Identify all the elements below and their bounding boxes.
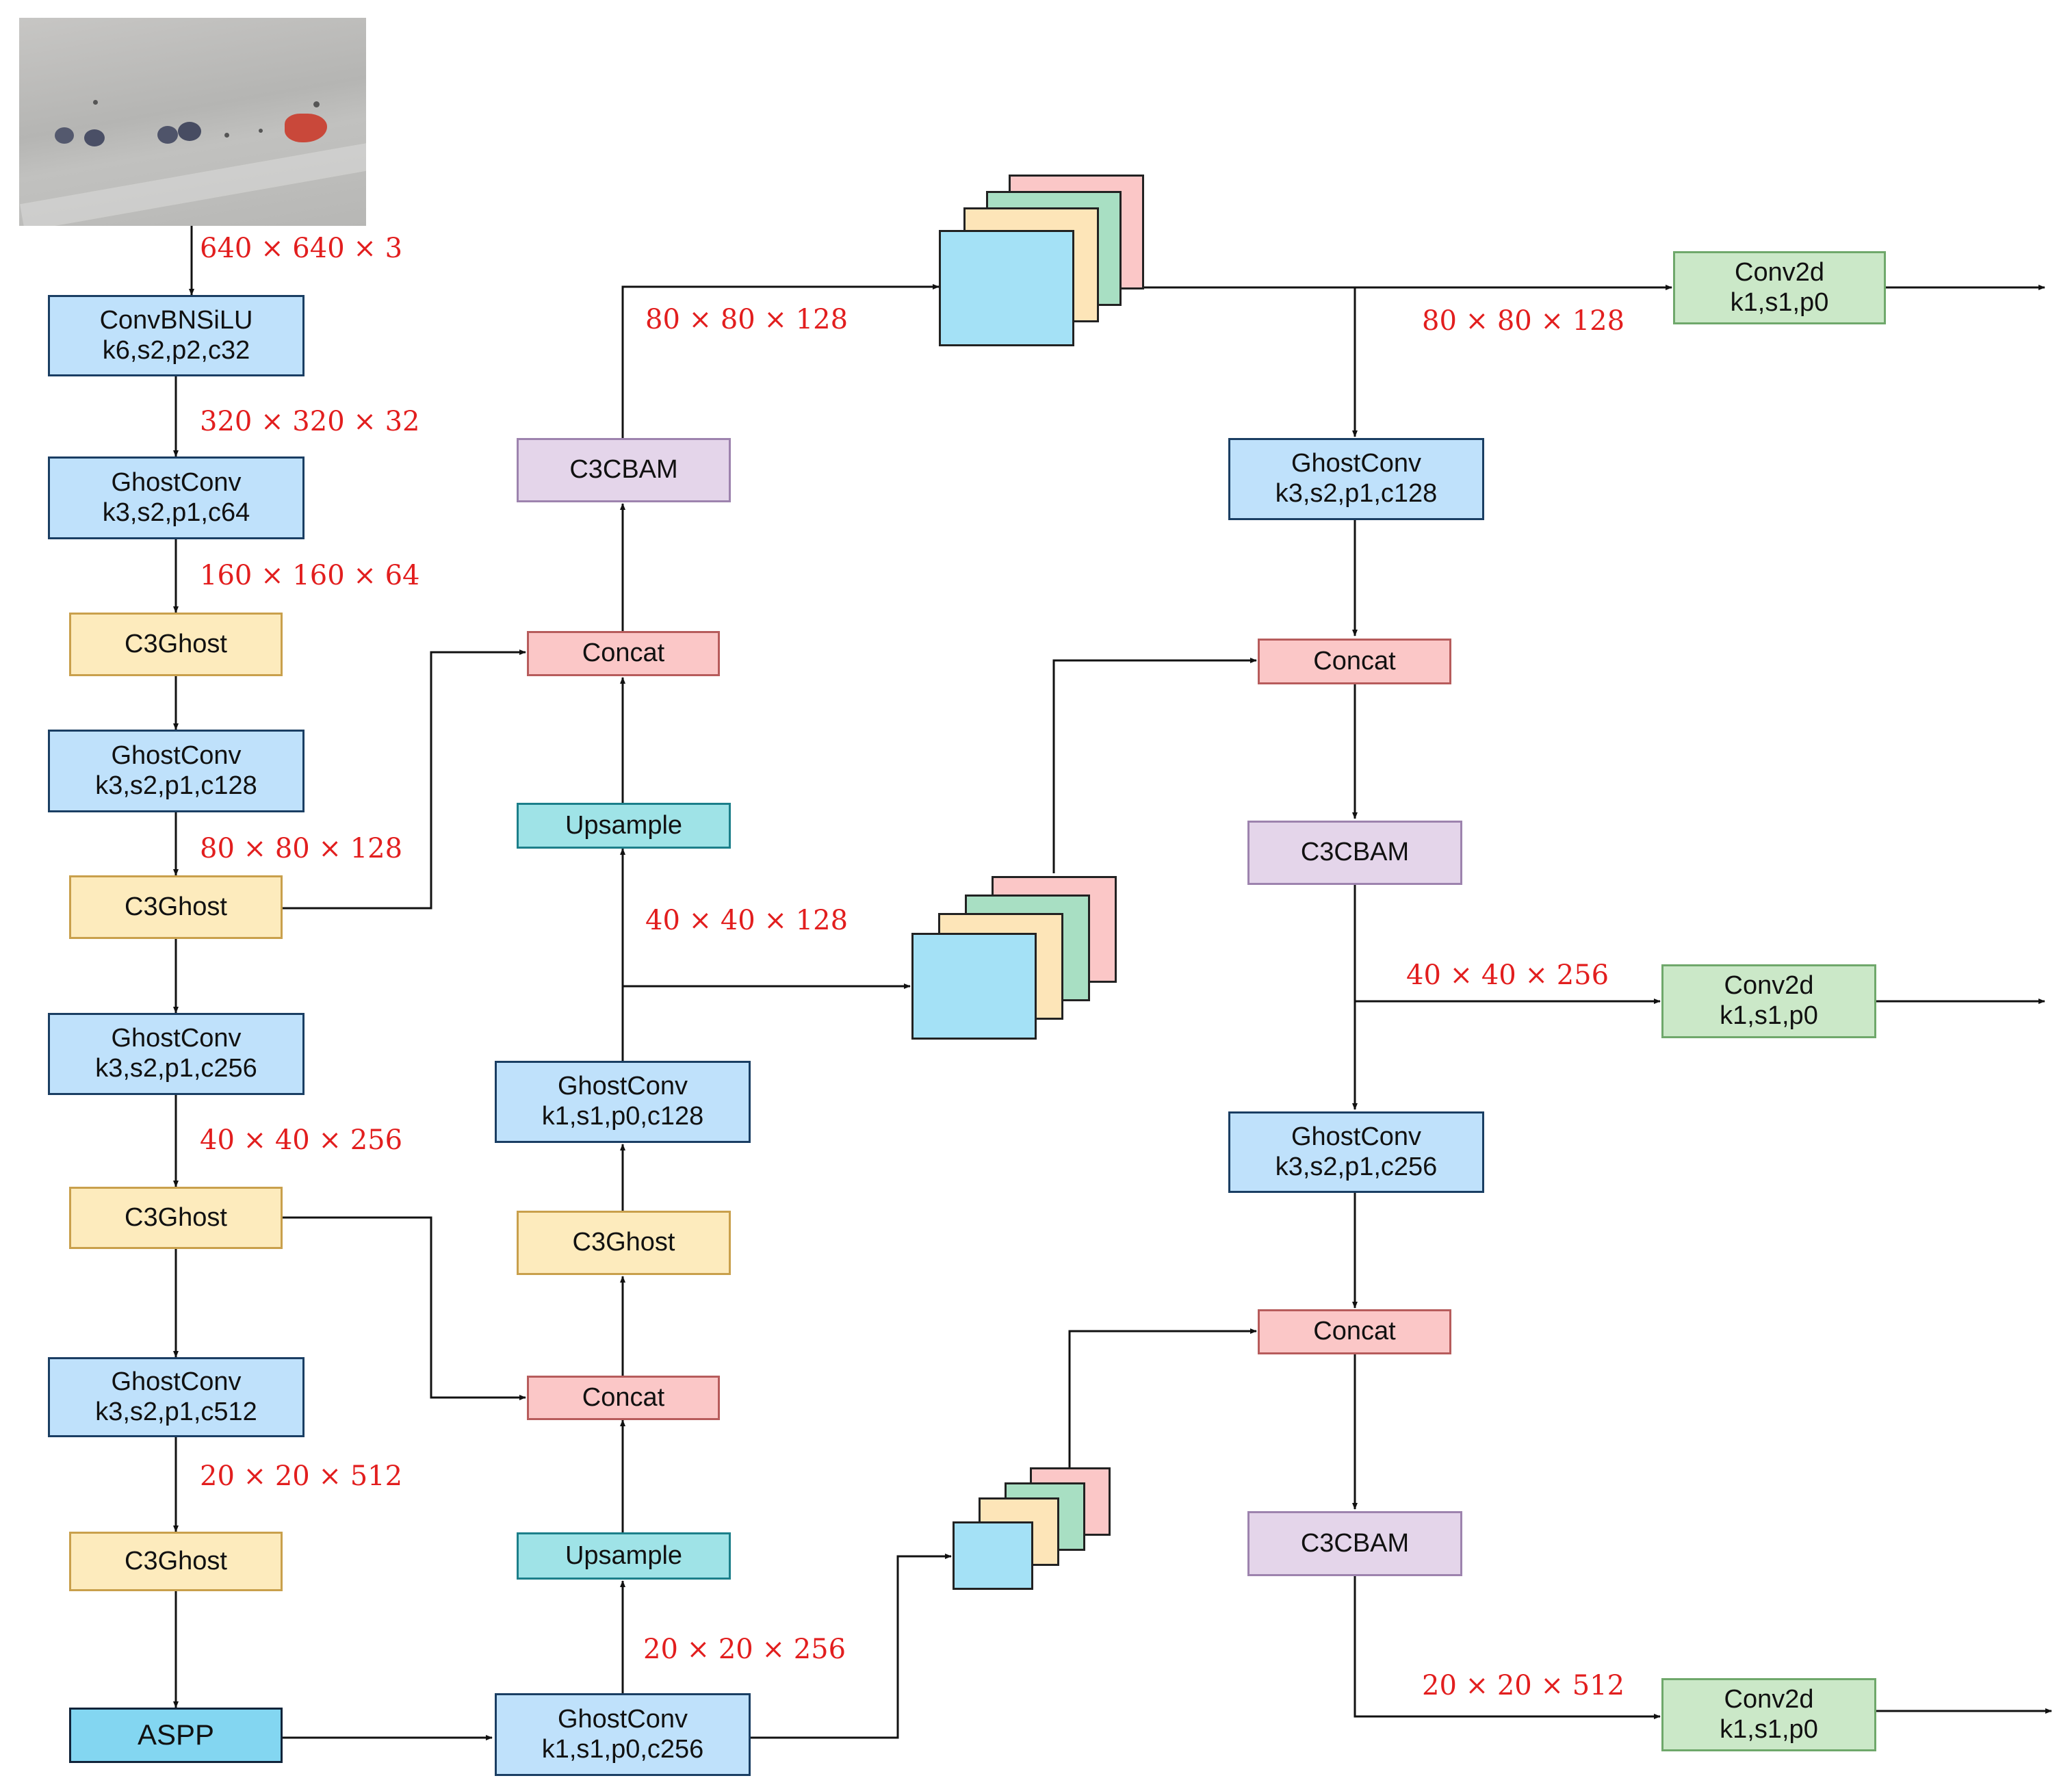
- block-title: GhostConv: [1291, 1122, 1422, 1151]
- conv2d-output-block: Conv2d k1,s1,p0: [1661, 1678, 1876, 1751]
- feature-map-layer: [911, 933, 1037, 1040]
- ghostconv-block: GhostConv k1,s1,p0,c128: [495, 1061, 751, 1143]
- concat-block: Concat: [527, 631, 720, 676]
- dimension-label: 20 × 20 × 512: [200, 1460, 403, 1492]
- defect-spot: [93, 100, 98, 105]
- block-title: C3Ghost: [125, 1202, 227, 1232]
- defect-spot: [259, 129, 263, 133]
- block-params: k6,s2,p2,c32: [102, 335, 250, 365]
- block-title: C3Ghost: [572, 1228, 675, 1257]
- block-title: Concat: [1313, 646, 1396, 675]
- c3cbam-block: C3CBAM: [517, 438, 731, 502]
- block-title: GhostConv: [557, 1704, 688, 1734]
- c3cbam-block: C3CBAM: [1247, 1511, 1462, 1576]
- c3ghost-block: C3Ghost: [69, 613, 283, 676]
- c3ghost-block: C3Ghost: [69, 1187, 283, 1249]
- block-title: ConvBNSiLU: [99, 305, 253, 335]
- feature-map-layer: [953, 1521, 1033, 1590]
- defect-spot: [224, 133, 229, 138]
- dimension-label: 80 × 80 × 128: [1422, 305, 1625, 337]
- block-title: Conv2d: [1724, 1684, 1814, 1714]
- ghostconv-block: GhostConv k3,s2,p1,c256: [48, 1013, 305, 1095]
- defect-spot: [313, 101, 320, 107]
- block-title: C3CBAM: [1300, 1528, 1410, 1558]
- c3ghost-block: C3Ghost: [69, 875, 283, 939]
- ghostconv-block: GhostConv k3,s2,p1,c128: [48, 730, 305, 812]
- block-title: ASPP: [137, 1719, 215, 1751]
- block-title: Concat: [582, 639, 665, 668]
- dimension-label: 320 × 320 × 32: [200, 406, 420, 437]
- dimension-label: 40 × 40 × 128: [645, 905, 849, 936]
- defect-spot: [55, 127, 74, 144]
- dimension-label: 20 × 20 × 512: [1422, 1670, 1625, 1701]
- block-title: GhostConv: [557, 1072, 688, 1101]
- input-image: [19, 18, 366, 226]
- conv2d-output-block: Conv2d k1,s1,p0: [1673, 251, 1886, 324]
- defect-spot: [157, 126, 178, 144]
- ghostconv-block: GhostConv k3,s2,p1,c256: [1228, 1111, 1484, 1193]
- block-title: Concat: [582, 1382, 665, 1412]
- convbnsilu-block: ConvBNSiLU k6,s2,p2,c32: [48, 295, 305, 376]
- block-title: GhostConv: [111, 741, 242, 770]
- block-params: k1,s1,p0: [1720, 1714, 1818, 1744]
- c3ghost-block: C3Ghost: [69, 1532, 283, 1591]
- block-params: k1,s1,p0,c128: [541, 1102, 704, 1131]
- dimension-label: 640 × 640 × 3: [200, 233, 403, 264]
- concat-block: Concat: [1258, 639, 1451, 684]
- dimension-label: 40 × 40 × 256: [200, 1124, 403, 1156]
- dimension-label: 40 × 40 × 256: [1406, 960, 1609, 991]
- defect-red: [285, 114, 327, 142]
- ghostconv-block: GhostConv k3,s2,p1,c128: [1228, 438, 1484, 520]
- block-params: k3,s2,p1,c256: [95, 1054, 257, 1083]
- block-params: k3,s2,p1,c128: [1275, 479, 1438, 508]
- ghostconv-block: GhostConv k3,s2,p1,c512: [48, 1357, 305, 1437]
- conv2d-output-block: Conv2d k1,s1,p0: [1661, 964, 1876, 1038]
- aspp-block: ASPP: [69, 1708, 283, 1763]
- block-title: GhostConv: [111, 1367, 242, 1396]
- block-title: Upsample: [565, 810, 683, 840]
- ghostconv-block: GhostConv k1,s1,p0,c256: [495, 1693, 751, 1776]
- block-title: C3Ghost: [125, 1546, 227, 1575]
- block-title: C3CBAM: [1300, 838, 1410, 867]
- feature-map-layer: [939, 230, 1074, 346]
- defect-spot: [84, 129, 105, 146]
- upsample-block: Upsample: [517, 803, 731, 849]
- block-params: k3,s2,p1,c128: [95, 771, 257, 800]
- dimension-label: 80 × 80 × 128: [645, 304, 849, 335]
- block-title: C3CBAM: [569, 455, 678, 485]
- upsample-block: Upsample: [517, 1532, 731, 1580]
- block-title: C3Ghost: [125, 629, 227, 658]
- block-params: k3,s2,p1,c512: [95, 1397, 257, 1426]
- c3cbam-block: C3CBAM: [1247, 821, 1462, 885]
- dimension-label: 160 × 160 × 64: [200, 560, 420, 591]
- dimension-label: 20 × 20 × 256: [643, 1634, 846, 1665]
- block-title: GhostConv: [111, 467, 242, 497]
- dimension-label: 80 × 80 × 128: [200, 833, 403, 864]
- block-params: k1,s1,p0,c256: [541, 1734, 704, 1764]
- block-title: GhostConv: [1291, 449, 1422, 478]
- block-title: Upsample: [565, 1541, 683, 1570]
- block-params: k1,s1,p0: [1730, 287, 1829, 317]
- block-title: Conv2d: [1735, 257, 1824, 287]
- block-title: C3Ghost: [125, 892, 227, 921]
- block-params: k1,s1,p0: [1720, 1001, 1818, 1030]
- concat-block: Concat: [1258, 1309, 1451, 1354]
- concat-block: Concat: [527, 1376, 720, 1420]
- block-params: k3,s2,p1,c256: [1275, 1152, 1438, 1181]
- defect-spot: [178, 122, 201, 141]
- block-title: GhostConv: [111, 1024, 242, 1053]
- block-title: Concat: [1313, 1317, 1396, 1346]
- ghostconv-block: GhostConv k3,s2,p1,c64: [48, 456, 305, 539]
- block-title: Conv2d: [1724, 971, 1814, 1001]
- c3ghost-block: C3Ghost: [517, 1211, 731, 1275]
- block-params: k3,s2,p1,c64: [102, 498, 250, 527]
